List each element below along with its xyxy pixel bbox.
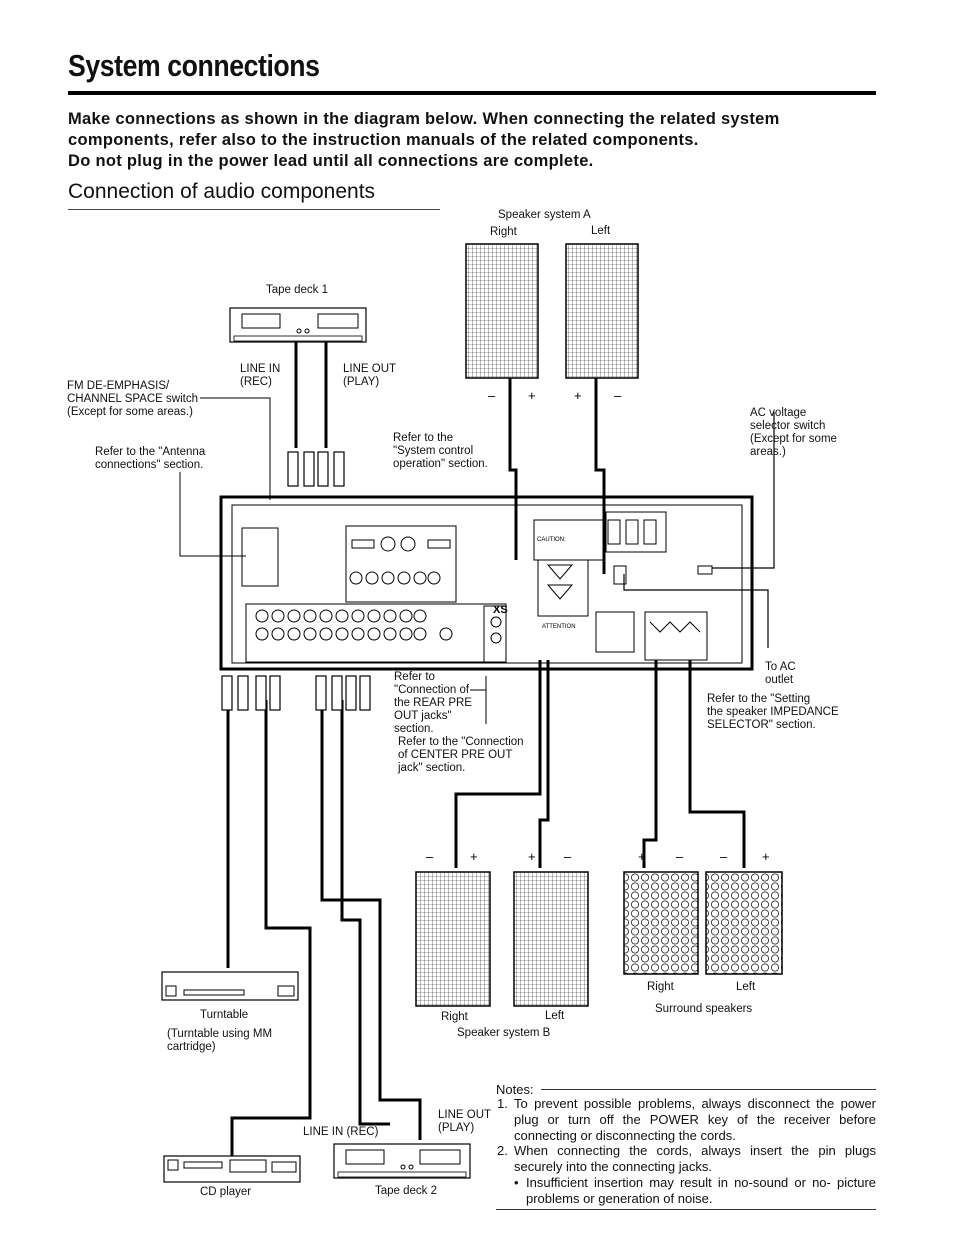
- page-title: System connections: [68, 48, 320, 83]
- rca-plugs: [221, 451, 371, 711]
- pol-b-r-minus: –: [426, 849, 434, 864]
- ac-cord: [623, 412, 775, 648]
- surround-left: [705, 871, 783, 975]
- speaker-a-left: [565, 243, 639, 379]
- label-fm-deemphasis: FM DE-EMPHASIS/ CHANNEL SPACE switch (Ex…: [67, 380, 199, 418]
- receiver-rear-panel: [219, 495, 754, 671]
- pol-b-r-plus: +: [470, 849, 478, 864]
- notes-title: Notes:: [496, 1082, 534, 1097]
- label-impedance: Refer to the "Setting the speaker IMPEDA…: [707, 693, 839, 731]
- panel-attention: ATTENTION: [542, 624, 576, 630]
- label-speaker-b: Speaker system B: [457, 1027, 551, 1039]
- label-tape-deck-2: Tape deck 2: [375, 1185, 438, 1197]
- label-surround: Surround speakers: [655, 1003, 753, 1015]
- speaker-a-right: [465, 243, 539, 379]
- intro-line-1: Make connections as shown in the diagram…: [68, 110, 780, 149]
- note-1-number: 1.: [497, 1096, 508, 1111]
- section-title: Connection of audio components: [68, 180, 376, 203]
- label-speaker-b-left: Left: [545, 1010, 565, 1022]
- label-line-out-play-2: LINE OUT (PLAY): [438, 1109, 492, 1134]
- pol-a-r-plus: +: [528, 388, 536, 403]
- intro-line-2: Do not plug in the power lead until all …: [68, 152, 594, 170]
- pol-s-l-plus: +: [762, 849, 770, 864]
- label-cd-player: CD player: [200, 1186, 252, 1198]
- pol-s-l-minus: –: [720, 849, 728, 864]
- label-turntable-note: (Turntable using MM cartridge): [167, 1028, 273, 1053]
- cd-player-device: [163, 1155, 301, 1183]
- note-1: To prevent possible problems, always dis…: [514, 1096, 876, 1143]
- note-2-number: 2.: [497, 1143, 508, 1158]
- pol-b-l-minus: –: [564, 849, 572, 864]
- audio-cables: [226, 342, 422, 1160]
- note-2: When connecting the cords, always insert…: [514, 1143, 876, 1174]
- pol-s-r-minus: –: [676, 849, 684, 864]
- tape-deck-1-device: [229, 307, 367, 343]
- label-line-in-rec: LINE IN (REC): [240, 363, 281, 388]
- pol-b-l-plus: +: [528, 849, 536, 864]
- bullet-icon: •: [514, 1175, 519, 1190]
- label-turntable: Turntable: [200, 1009, 249, 1021]
- label-system-control: Refer to the "System control operation" …: [393, 432, 488, 470]
- label-to-ac: To AC outlet: [765, 661, 796, 686]
- notes-bottom-rule: [496, 1209, 876, 1210]
- label-surround-right: Right: [647, 981, 674, 993]
- label-line-out-play: LINE OUT (PLAY): [343, 363, 397, 388]
- panel-caution: CAUTION:: [537, 537, 566, 543]
- label-center-pre: Refer to the "Connection of CENTER PRE O…: [398, 736, 524, 774]
- pol-a-l-plus: +: [574, 388, 582, 403]
- speaker-b-right: [415, 871, 491, 1007]
- speaker-cables: [454, 378, 746, 868]
- title-rule: [68, 91, 876, 95]
- thin-leaders: [179, 397, 487, 724]
- pol-a-l-minus: –: [614, 388, 622, 403]
- label-line-in-rec-2: LINE IN (REC): [303, 1126, 379, 1138]
- note-2-bullet: Insufficient insertion may result in no-…: [526, 1175, 876, 1206]
- speaker-b-left: [513, 871, 589, 1007]
- label-speaker-b-right: Right: [441, 1011, 468, 1023]
- label-rear-pre: Refer to "Connection of the REAR PRE OUT…: [394, 671, 472, 735]
- label-antenna: Refer to the "Antenna connections" secti…: [95, 446, 206, 471]
- pol-s-r-plus: +: [638, 849, 646, 864]
- label-speaker-a-right: Right: [490, 226, 517, 238]
- intro-text: Make connections as shown in the diagram…: [68, 109, 876, 172]
- tape-deck-2-device: [333, 1143, 471, 1179]
- label-tape-deck-1: Tape deck 1: [266, 284, 329, 296]
- pol-a-r-minus: –: [488, 388, 496, 403]
- label-speaker-a: Speaker system A: [498, 209, 591, 221]
- label-ac-voltage: AC voltage selector switch (Except for s…: [750, 407, 837, 458]
- section-rule: [68, 209, 440, 210]
- panel-xs-badge: XS: [493, 604, 508, 616]
- surround-right: [623, 871, 699, 975]
- polarity-marks: – + + – – + + – + – – +: [426, 388, 770, 864]
- turntable-device: [161, 971, 299, 1001]
- label-speaker-a-left: Left: [591, 225, 611, 237]
- notes-rule: [541, 1089, 876, 1090]
- label-surround-left: Left: [736, 981, 756, 993]
